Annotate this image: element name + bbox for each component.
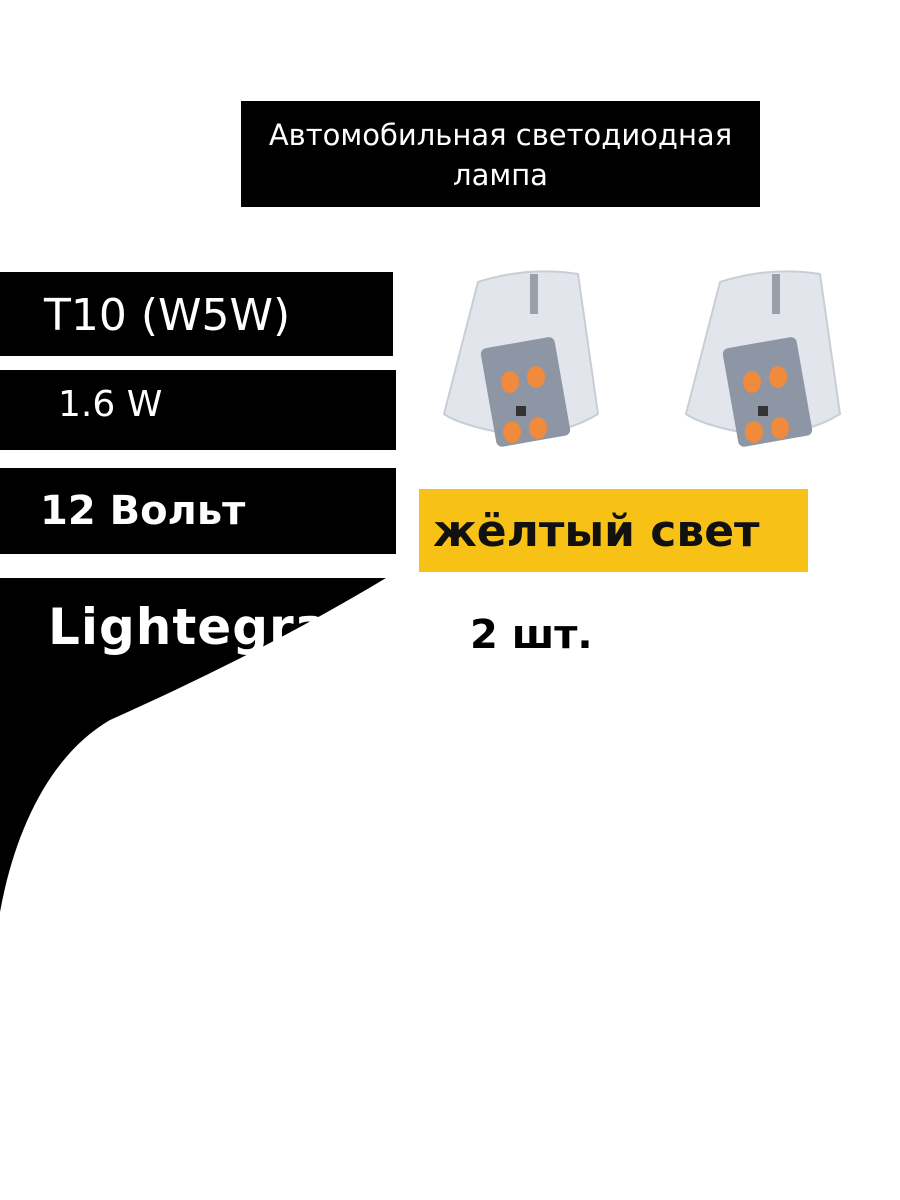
- power-bar: 1.6 W: [0, 370, 396, 450]
- brand-logo: Lightegra: [48, 598, 329, 656]
- brand-swoosh-shape: [0, 578, 386, 912]
- power-label: 1.6 W: [58, 384, 163, 425]
- light-color-badge: жёлтый свет: [419, 489, 808, 572]
- led-bulb-icon: [684, 270, 842, 447]
- led-bulb-icon: [442, 270, 600, 447]
- voltage-bar: 12 Вольт: [0, 468, 396, 554]
- voltage-label: 12 Вольт: [40, 488, 246, 534]
- product-title-line2: лампа: [453, 158, 548, 192]
- light-color-label: жёлтый свет: [433, 506, 760, 557]
- quantity-label: 2 шт.: [470, 612, 593, 658]
- product-title: Автомобильная светодиодная лампа: [241, 101, 760, 207]
- brand-name: Lightegra: [48, 598, 330, 656]
- socket-type-label: T10 (W5W): [44, 290, 291, 341]
- socket-type-bar: T10 (W5W): [0, 272, 393, 356]
- product-title-line1: Автомобильная светодиодная: [268, 118, 733, 152]
